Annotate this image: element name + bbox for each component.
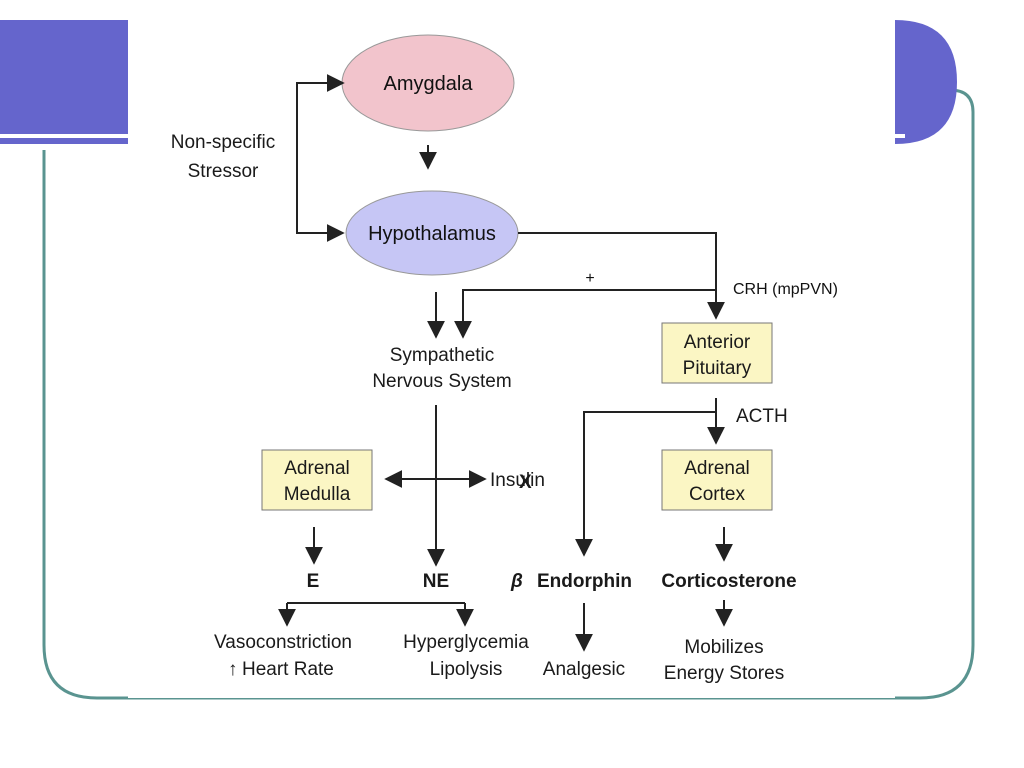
hypothalamus-label: Hypothalamus <box>368 223 496 245</box>
adrenal-cortex-box <box>661 449 773 511</box>
anterior-pituitary-box <box>661 322 773 384</box>
sns-label-line1: Sympathetic <box>390 345 495 366</box>
heart-rate-label: Heart Rate <box>242 659 334 680</box>
endorphin-label: Endorphin <box>537 571 632 592</box>
hyperglycemia-label: Hyperglycemia <box>403 632 529 653</box>
arrow-endorphin-branch <box>575 411 716 557</box>
amygdala-label: Amygdala <box>384 73 474 95</box>
mobilizes-label: Mobilizes <box>684 637 763 658</box>
heart-rate-up-arrow: ↑ <box>228 659 238 680</box>
corticosterone-label: Corticosterone <box>661 571 796 592</box>
adrenal-cortex-line1: Adrenal <box>684 458 750 479</box>
ne-label: NE <box>423 571 449 592</box>
slide-border <box>42 88 975 700</box>
diagram-panel <box>128 20 895 698</box>
insulin-label: Insulin <box>490 470 545 491</box>
e-label: E <box>307 571 320 592</box>
lipolysis-label: Lipolysis <box>430 659 503 680</box>
adrenal-medulla-box <box>261 449 373 511</box>
anterior-pituitary-line2: Pituitary <box>683 358 752 379</box>
sns-label-line2: Nervous System <box>372 371 511 392</box>
vasoconstriction-label: Vasoconstriction <box>214 632 352 653</box>
crh-label: CRH (mpPVN) <box>733 281 838 298</box>
stressor-bracket <box>296 74 345 242</box>
stressor-label-line1: Non-specific <box>171 132 276 153</box>
anterior-pituitary-line1: Anterior <box>684 332 751 353</box>
plus-sign: + <box>585 270 594 287</box>
acth-label: ACTH <box>736 406 788 427</box>
arrow-crh-feedback <box>454 289 716 339</box>
analgesic-label: Analgesic <box>543 659 625 680</box>
adrenal-cortex-line2: Cortex <box>689 484 745 505</box>
adrenal-medulla-line2: Medulla <box>284 484 351 505</box>
insulin-x-mark: X <box>519 472 532 493</box>
energy-stores-label: Energy Stores <box>664 663 784 684</box>
beta-symbol: β <box>510 571 523 592</box>
stressor-label-line2: Stressor <box>188 161 259 182</box>
adrenal-medulla-line1: Adrenal <box>284 458 350 479</box>
